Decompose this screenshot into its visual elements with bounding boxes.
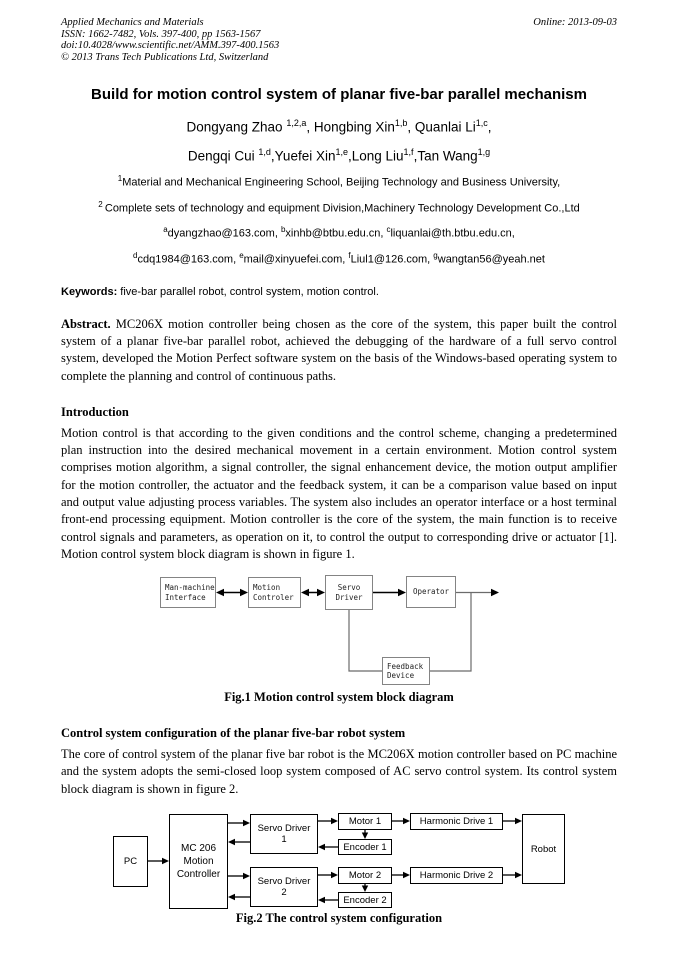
email-marker: e <box>239 250 244 260</box>
fig2-box-motor-1: Motor 1 <box>338 813 392 831</box>
email-address: cdq1984@163.com, <box>137 253 240 266</box>
figure-2-caption: Fig.2 The control system configuration <box>235 911 443 926</box>
author-line-2: Dengqi Cui 1,d,Yuefei Xin1,e,Long Liu1,f… <box>61 140 617 169</box>
affiliation-text: Complete sets of technology and equipmen… <box>104 202 580 215</box>
email-line-2: dcdq1984@163.com, email@xinyuefei.com, f… <box>61 245 617 271</box>
fig2-box-robot: Robot <box>522 814 565 885</box>
affiliation-marker: 2 <box>98 199 105 209</box>
fig2-box-motor-2: Motor 2 <box>338 867 392 885</box>
introduction-paragraph: Motion control is that according to the … <box>61 425 617 561</box>
author-name: , Hongbing Xin <box>306 119 395 135</box>
fig2-box-mc206-motion-controller: MC 206 Motion Controller <box>169 814 228 910</box>
keywords-label: Keywords: <box>61 285 118 298</box>
email-address: xinhb@btbu.edu.cn, <box>285 227 387 240</box>
affiliation-2: 2 Complete sets of technology and equipm… <box>61 194 617 220</box>
affiliation-1: 1Material and Mechanical Engineering Sch… <box>61 168 617 194</box>
fig2-box-servo-driver-2: Servo Driver 2 <box>250 867 318 908</box>
issn-line: ISSN: 1662-7482, Vols. 397-400, pp 1563-… <box>61 28 261 40</box>
keywords-text: five-bar parallel robot, control system,… <box>117 285 379 298</box>
author-name: ,Long Liu <box>347 148 404 163</box>
author-name: ,Yuefei Xin <box>270 148 336 163</box>
section-heading-control-system-configuration: Control system configuration of the plan… <box>61 726 406 741</box>
fig2-box-encoder-2: Encoder 2 <box>338 892 392 909</box>
author-affil-marker: 1,d <box>258 146 271 157</box>
author-affil-marker: 1,c <box>475 118 488 128</box>
abstract-label: Abstract. <box>61 316 111 331</box>
email-address: wangtan56@yeah.net <box>437 253 545 266</box>
fig1-box-feedback-device: Feedback Device <box>382 657 430 686</box>
fig1-box-motion-controller: Motion Controler <box>248 577 301 609</box>
author-affil-marker: 1,f <box>403 146 414 157</box>
section2-paragraph: The core of control system of the planar… <box>61 747 617 796</box>
fig2-box-servo-driver-1: Servo Driver 1 <box>250 814 318 855</box>
email-marker: d <box>133 250 138 260</box>
keywords-line: Keywords: five-bar parallel robot, contr… <box>61 285 617 300</box>
fig2-box-pc: PC <box>113 836 148 888</box>
fig1-box-servo-driver: Servo Driver <box>325 575 373 611</box>
fig1-connectors <box>216 588 499 672</box>
figure-1-caption: Fig.1 Motion control system block diagra… <box>224 690 454 705</box>
paper-title: Build for motion control system of plana… <box>91 86 587 103</box>
section-heading-introduction: Introduction <box>61 404 129 419</box>
author-name: Dongyang Zhao <box>186 119 287 135</box>
email-marker: a <box>163 225 168 235</box>
author-affil-marker: 1,2,a <box>286 118 307 128</box>
fig2-box-harmonic-drive-1: Harmonic Drive 1 <box>410 813 503 831</box>
email-marker: c <box>386 225 391 235</box>
affiliation-text: Material and Mechanical Engineering Scho… <box>122 176 561 189</box>
figure-2-diagram: PC MC 206 Motion Controller Servo Driver… <box>61 809 617 910</box>
author-affil-marker: 1,g <box>477 146 491 157</box>
journal-title: Applied Mechanics and Materials <box>61 17 204 28</box>
copyright-line: © 2013 Trans Tech Publications Ltd, Swit… <box>61 51 269 63</box>
author-name: Dengqi Cui <box>187 148 259 163</box>
figure-1-diagram: Man-machine Interface Motion Controler S… <box>61 575 617 687</box>
email-marker: g <box>433 250 438 260</box>
author-name: ,Tan Wang <box>413 148 478 163</box>
fig2-connectors <box>148 817 522 904</box>
page-header: Applied Mechanics and Materials ISSN: 16… <box>61 0 617 63</box>
fig1-box-operator: Operator <box>406 576 456 609</box>
fig1-box-man-machine-interface: Man-machine Interface <box>160 577 216 609</box>
email-address: liquanlai@th.btbu.edu.cn, <box>390 227 515 240</box>
journal-info: Applied Mechanics and Materials ISSN: 16… <box>61 17 279 63</box>
abstract: Abstract. MC206X motion controller being… <box>61 316 617 385</box>
author-line-1: Dongyang Zhao 1,2,a, Hongbing Xin1,b, Qu… <box>61 111 617 140</box>
abstract-text: MC206X motion controller being chosen as… <box>61 316 617 383</box>
author-affil-marker: 1,b <box>394 118 408 128</box>
email-line-1: adyangzhao@163.com, bxinhb@btbu.edu.cn, … <box>61 219 617 245</box>
fig2-box-encoder-1: Encoder 1 <box>338 839 392 856</box>
author-affil-marker: 1,e <box>335 146 348 157</box>
email-address: dyangzhao@163.com, <box>167 227 281 240</box>
online-date: Online: 2013-09-03 <box>533 17 617 28</box>
author-name: , <box>487 119 492 135</box>
affiliation-marker: 1 <box>117 174 123 183</box>
email-address: mail@xinyuefei.com, <box>243 253 349 266</box>
email-marker: f <box>348 250 351 260</box>
author-name: , Quanlai Li <box>407 119 476 135</box>
email-marker: b <box>280 225 286 235</box>
email-address: Liul1@126.com, <box>350 253 434 266</box>
doi-line: doi:10.4028/www.scientific.net/AMM.397-4… <box>61 40 280 51</box>
fig2-box-harmonic-drive-2: Harmonic Drive 2 <box>410 867 503 885</box>
